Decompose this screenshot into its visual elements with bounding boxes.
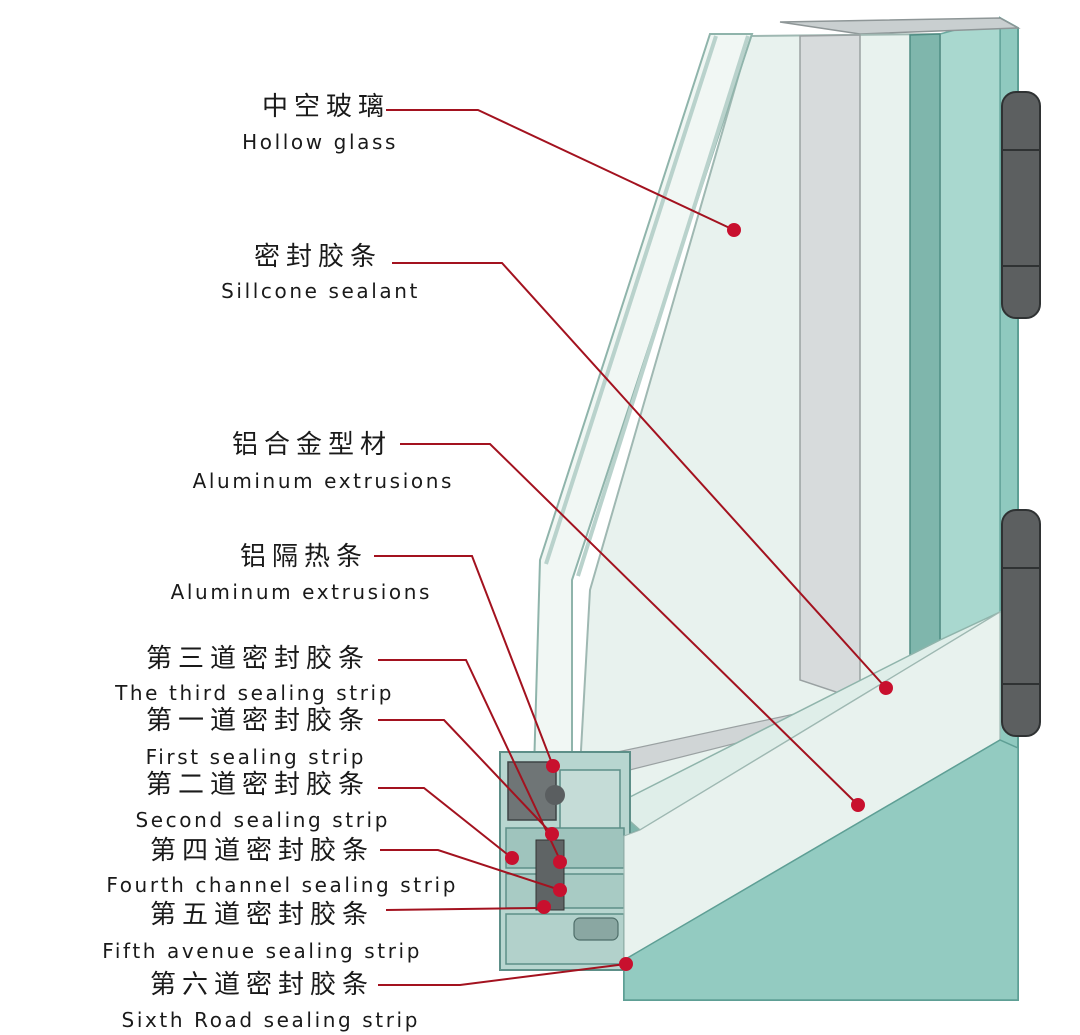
leader-thermal-strip bbox=[374, 555, 554, 767]
callout-en: Hollow glass bbox=[242, 130, 398, 154]
callout-en: Sixth Road sealing strip bbox=[121, 1008, 420, 1032]
callout-en: Fifth avenue sealing strip bbox=[102, 939, 422, 963]
leader-sealant bbox=[392, 262, 887, 689]
glass-edge-2 bbox=[576, 35, 750, 577]
callout-dots bbox=[505, 223, 893, 971]
callout-zh: 中空玻璃 bbox=[261, 92, 390, 122]
callout-en: Second sealing strip bbox=[135, 808, 390, 832]
callout-zh: 第四道密封胶条 bbox=[149, 836, 374, 866]
dot-hollow-glass bbox=[727, 223, 741, 237]
callout-en: Aluminum extrusions bbox=[170, 580, 432, 604]
dot-fourth-strip bbox=[553, 883, 567, 897]
dot-third-strip bbox=[553, 855, 567, 869]
callout-zh: 第三道密封胶条 bbox=[145, 644, 370, 674]
dot-second-strip bbox=[505, 851, 519, 865]
glass-edge bbox=[544, 35, 718, 565]
leader-hollow-glass bbox=[386, 109, 735, 231]
callout-en: Fourth channel sealing strip bbox=[106, 873, 458, 897]
callout-zh: 铝合金型材 bbox=[231, 430, 392, 460]
callout-en: Sillcone sealant bbox=[221, 279, 420, 303]
leader-first-strip bbox=[378, 719, 553, 835]
callout-zh: 铝隔热条 bbox=[239, 542, 368, 572]
dot-sealant bbox=[879, 681, 893, 695]
callout-zh: 第五道密封胶条 bbox=[149, 900, 374, 930]
callout-zh: 第一道密封胶条 bbox=[145, 706, 370, 736]
sill-top-face bbox=[623, 610, 1001, 962]
hinge-upper bbox=[1001, 91, 1041, 319]
dot-sixth-strip bbox=[619, 957, 633, 971]
leader-lines bbox=[374, 109, 887, 986]
callout-en: First sealing strip bbox=[145, 745, 366, 769]
glass-spacer-band bbox=[799, 34, 861, 702]
dot-first-strip bbox=[545, 827, 559, 841]
dot-fifth-strip bbox=[537, 900, 551, 914]
leader-aluminum-extrusions bbox=[400, 443, 859, 806]
frame-top-rim bbox=[779, 17, 1021, 35]
callout-zh: 第二道密封胶条 bbox=[145, 770, 370, 800]
leader-fifth-strip bbox=[385, 907, 541, 911]
leader-fourth-strip bbox=[380, 849, 561, 891]
leader-second-strip bbox=[378, 787, 513, 859]
leader-third-strip bbox=[378, 659, 561, 861]
callout-zh: 第六道密封胶条 bbox=[149, 970, 374, 1000]
sill-front-face bbox=[623, 739, 1019, 1001]
callout-en: Aluminum extrusions bbox=[192, 469, 454, 493]
callout-zh: 密封胶条 bbox=[253, 242, 382, 272]
callout-en: The third sealing strip bbox=[115, 681, 394, 705]
dot-aluminum-extrusions bbox=[851, 798, 865, 812]
hinge-lower bbox=[1001, 509, 1041, 737]
leader-sixth-strip bbox=[378, 963, 627, 986]
dot-thermal-strip bbox=[546, 759, 560, 773]
